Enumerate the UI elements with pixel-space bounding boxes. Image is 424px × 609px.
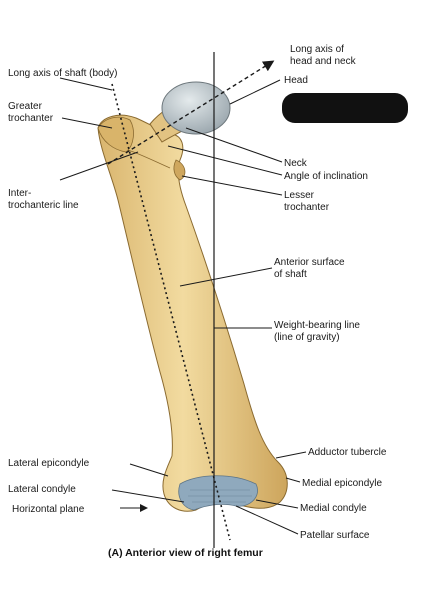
label-intertrochanteric-1: Inter- bbox=[8, 188, 31, 199]
label-lateral-epicondyle: Lateral epicondyle bbox=[8, 458, 90, 469]
label-greater-trochanter-2: trochanter bbox=[8, 113, 54, 124]
label-weight-bearing-2: (line of gravity) bbox=[274, 332, 340, 343]
patellar-surface-area bbox=[178, 475, 258, 511]
label-angle-of-inclination: Angle of inclination bbox=[284, 171, 368, 182]
leader-lines bbox=[59, 77, 307, 535]
label-anterior-surface-1: Anterior surface bbox=[274, 257, 345, 268]
label-lesser-trochanter-1: Lesser bbox=[284, 190, 315, 201]
label-weight-bearing-1: Weight-bearing line bbox=[274, 320, 360, 331]
intertrochanteric-ridge bbox=[127, 149, 171, 169]
label-adductor-tubercle: Adductor tubercle bbox=[308, 447, 387, 458]
label-greater-trochanter-1: Greater bbox=[8, 101, 43, 112]
label-horizontal-plane: Horizontal plane bbox=[12, 504, 85, 515]
label-long-axis-shaft: Long axis of shaft (body) bbox=[8, 68, 118, 79]
label-lateral-condyle: Lateral condyle bbox=[8, 484, 76, 495]
label-intertrochanteric-2: trochanteric line bbox=[8, 200, 79, 211]
femoral-head bbox=[161, 81, 231, 135]
label-long-axis-head-2: head and neck bbox=[290, 56, 357, 67]
shaft-axis-line bbox=[111, 83, 231, 541]
femur-shaft bbox=[97, 114, 288, 512]
label-lesser-trochanter-2: trochanter bbox=[284, 202, 330, 213]
label-anterior-surface-2: of shaft bbox=[274, 269, 307, 280]
lesser-trochanter bbox=[173, 159, 186, 181]
label-medial-condyle: Medial condyle bbox=[300, 503, 367, 514]
label-patellar-surface: Patellar surface bbox=[300, 530, 370, 541]
label-medial-epicondyle: Medial epicondyle bbox=[302, 478, 382, 489]
figure-caption: (A) Anterior view of right femur bbox=[108, 547, 263, 559]
femur-bone bbox=[97, 81, 288, 512]
greater-trochanter bbox=[97, 116, 134, 153]
label-neck: Neck bbox=[284, 158, 308, 169]
label-head: Head bbox=[284, 75, 308, 86]
redaction-box bbox=[282, 93, 408, 123]
label-long-axis-head-1: Long axis of bbox=[290, 44, 344, 55]
